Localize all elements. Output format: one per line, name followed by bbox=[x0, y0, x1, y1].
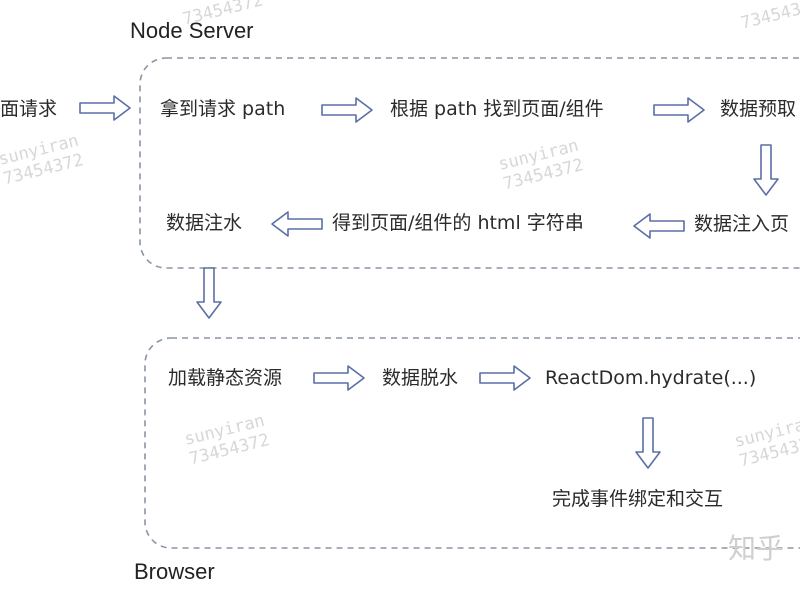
step-request: 面请求 bbox=[0, 98, 58, 120]
arrow-left-1 bbox=[633, 213, 685, 239]
step-inject: 数据注入页 bbox=[694, 213, 790, 235]
node-server-box bbox=[139, 57, 800, 269]
step-get-path: 拿到请求 path bbox=[160, 98, 286, 120]
arrow-left-2 bbox=[271, 211, 323, 237]
step-get-html: 得到页面/组件的 html 字符串 bbox=[332, 212, 584, 234]
arrow-right-browser-2 bbox=[479, 365, 531, 391]
step-dehydrate: 数据脱水 bbox=[382, 367, 459, 389]
browser-title: Browser bbox=[134, 559, 215, 584]
arrow-right-2 bbox=[321, 97, 373, 123]
step-load-assets: 加载静态资源 bbox=[168, 367, 283, 389]
arrow-down-prefetch bbox=[753, 144, 779, 196]
step-bind-events: 完成事件绑定和交互 bbox=[552, 488, 724, 510]
step-hydrate: ReactDom.hydrate(...) bbox=[545, 367, 757, 389]
step-water: 数据注水 bbox=[166, 212, 243, 234]
site-watermark: 知乎 bbox=[728, 532, 785, 565]
arrow-down-server-browser bbox=[196, 267, 222, 319]
node-server-title: Node Server bbox=[130, 18, 254, 43]
arrow-right-browser-1 bbox=[313, 365, 365, 391]
arrow-right-3 bbox=[653, 97, 705, 123]
step-find-component: 根据 path 找到页面/组件 bbox=[390, 98, 604, 120]
arrow-right-1 bbox=[79, 95, 131, 121]
step-prefetch: 数据预取 bbox=[720, 98, 797, 120]
arrow-down-hydrate bbox=[635, 417, 661, 469]
browser-box bbox=[144, 337, 800, 549]
